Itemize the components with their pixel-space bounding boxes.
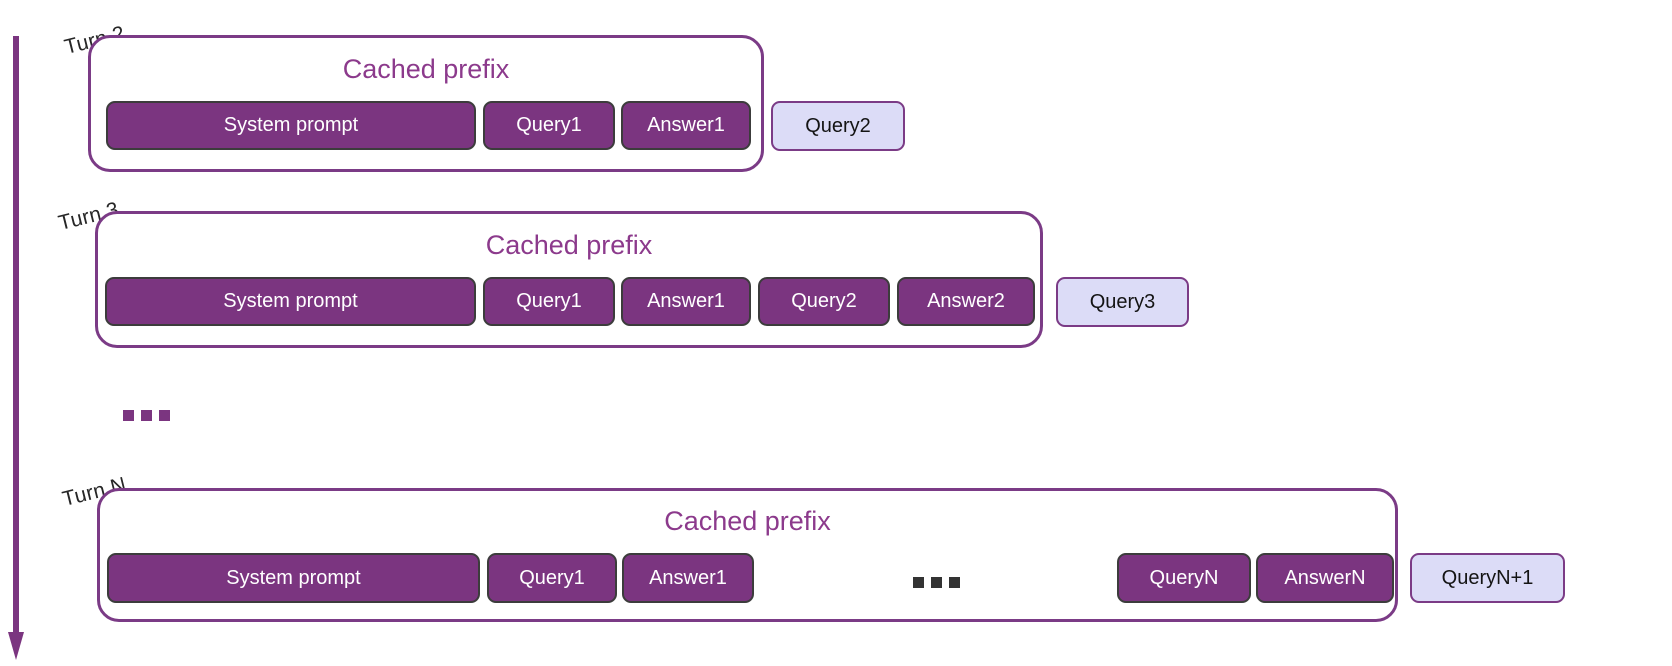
chip-system-prompt-row-3[interactable]: System prompt	[107, 553, 480, 603]
chip-answern-row-3[interactable]: AnswerN	[1256, 553, 1394, 603]
chip-pending-query-row-3[interactable]: QueryN+1	[1410, 553, 1565, 603]
chip-pending-query-row-1[interactable]: Query2	[771, 101, 905, 151]
chip-system-prompt-row-1[interactable]: System prompt	[106, 101, 476, 150]
cached-prefix-title-row-3: Cached prefix	[664, 506, 831, 536]
time-axis-arrow	[8, 36, 32, 662]
cached-prefix-title-row-1: Cached prefix	[342, 54, 510, 84]
chip-queryn-row-3[interactable]: QueryN	[1117, 553, 1251, 603]
rows-ellipsis	[123, 410, 170, 421]
chip-answer1-row-1[interactable]: Answer1	[621, 101, 751, 150]
chip-answer1-row-2[interactable]: Answer1	[621, 277, 751, 326]
chip-query1-row-3[interactable]: Query1	[487, 553, 617, 603]
chip-answer2-row-2[interactable]: Answer2	[897, 277, 1035, 326]
chips-ellipsis-row-3	[913, 577, 960, 588]
chip-pending-query-row-2[interactable]: Query3	[1056, 277, 1189, 327]
chip-query1-row-1[interactable]: Query1	[483, 101, 615, 150]
chip-system-prompt-row-2[interactable]: System prompt	[105, 277, 476, 326]
chip-query1-row-2[interactable]: Query1	[483, 277, 615, 326]
cached-prefix-title-row-2: Cached prefix	[485, 230, 653, 260]
chip-answer1-row-3[interactable]: Answer1	[622, 553, 754, 603]
chip-query2-row-2[interactable]: Query2	[758, 277, 890, 326]
